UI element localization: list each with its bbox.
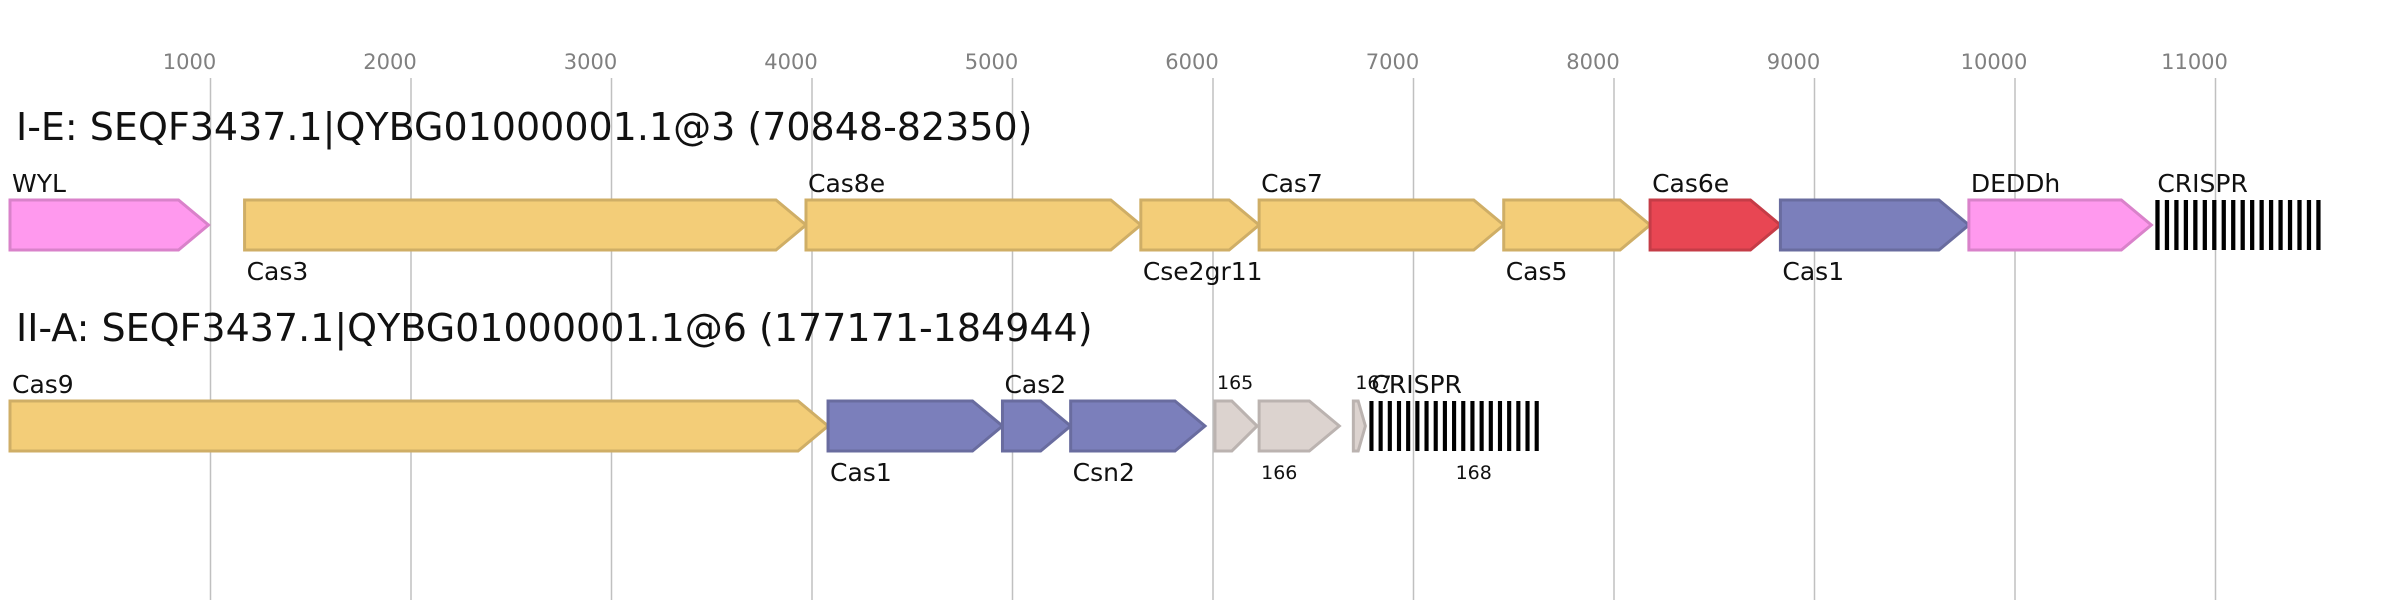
gene-label: 167 xyxy=(1355,372,1391,394)
crispr-repeat xyxy=(2278,200,2283,250)
gene-arrow-cas6e xyxy=(1648,198,1783,252)
crispr-repeat xyxy=(2212,200,2217,250)
gene-arrow-csn2 xyxy=(1069,399,1208,453)
crispr-repeat xyxy=(1497,401,1503,451)
crispr-repeat xyxy=(2259,200,2264,250)
gene-label: 168 xyxy=(1456,462,1492,484)
crispr-repeat xyxy=(2250,200,2255,250)
crispr-repeat xyxy=(1525,401,1530,451)
crispr-repeat xyxy=(2297,200,2302,250)
gene-arrow-cas2 xyxy=(1000,399,1073,453)
crispr-repeat xyxy=(2287,200,2293,250)
tick-label: 10000 xyxy=(1961,50,2028,74)
tick-label: 3000 xyxy=(564,50,617,74)
gene-arrow-167 xyxy=(1351,399,1367,453)
gene-arrow-165 xyxy=(1213,399,1260,453)
tick-label: 8000 xyxy=(1566,50,1619,74)
crispr-repeat xyxy=(1415,401,1420,451)
axis-tick-labels: 1000 2000 3000 4000 5000 6000 7000 8000 9000 1000… xyxy=(163,50,2228,74)
gene-label: Cas1 xyxy=(1782,257,1844,286)
tick-label: 2000 xyxy=(363,50,416,74)
crispr-repeat xyxy=(1534,401,1539,451)
gene-label: 166 xyxy=(1261,462,1297,484)
gene-arrow-cas8e xyxy=(804,198,1144,252)
tick-label: 7000 xyxy=(1366,50,1419,74)
gene-label: Cas1 xyxy=(830,458,892,487)
tick-label: 9000 xyxy=(1767,50,1820,74)
crispr-repeat xyxy=(1369,401,1374,451)
crispr-repeat xyxy=(1378,401,1383,451)
crispr-repeat xyxy=(1396,401,1402,451)
gene-arrow-cas9 xyxy=(8,399,831,453)
crispr-repeat xyxy=(1406,401,1411,451)
gene-arrow-cas3 xyxy=(243,198,809,252)
gene-arrow-wyl xyxy=(8,198,211,252)
crispr-repeat xyxy=(2174,200,2179,250)
crispr-repeat xyxy=(1442,401,1447,451)
gene-label: WYL xyxy=(12,169,66,198)
crispr-repeat xyxy=(1424,401,1429,451)
tick-label: 11000 xyxy=(2161,50,2228,74)
crispr-repeat xyxy=(2183,200,2189,250)
crispr-repeat xyxy=(2268,200,2274,250)
gene-label: Cas6e xyxy=(1652,169,1729,198)
gene-label: Cas7 xyxy=(1261,169,1323,198)
tick-label: 5000 xyxy=(965,50,1018,74)
gene-arrow-cas1 xyxy=(826,399,1005,453)
gene-arrow-cas5 xyxy=(1502,198,1653,252)
locus-title-ie: I-E: SEQF3437.1|QYBG01000001.1@3 (70848-… xyxy=(16,105,1033,150)
crispr-repeat xyxy=(2221,200,2226,250)
gene-label: Csn2 xyxy=(1073,458,1135,487)
gene-arrow-166 xyxy=(1257,399,1342,453)
gene-arrow-cas1 xyxy=(1778,198,1972,252)
grid-lines xyxy=(209,78,2217,600)
crispr-repeat xyxy=(1488,401,1493,451)
gene-label: Cas9 xyxy=(12,370,74,399)
crispr-repeat xyxy=(2231,200,2236,250)
crispr-repeat xyxy=(1470,401,1475,451)
gene-label: 165 xyxy=(1217,372,1253,394)
crispr-repeat xyxy=(2306,200,2312,250)
gene-label: CRISPR xyxy=(1371,370,1462,399)
crispr-repeat xyxy=(2240,200,2245,250)
crispr-repeat xyxy=(1507,401,1512,451)
gene-label: Cse2gr11 xyxy=(1143,257,1263,286)
gene-arrow-deddh xyxy=(1967,198,2154,252)
tick-label: 4000 xyxy=(764,50,817,74)
gene-label: Cas2 xyxy=(1004,370,1066,399)
crispr-repeat xyxy=(1461,401,1466,451)
crispr-repeat xyxy=(2316,200,2321,250)
crispr-repeat xyxy=(1387,401,1392,451)
locus-title-iia: II-A: SEQF3437.1|QYBG01000001.1@6 (17717… xyxy=(16,306,1093,351)
gene-label: Cas8e xyxy=(808,169,885,198)
gene-label: DEDDh xyxy=(1971,169,2060,198)
tick-label: 6000 xyxy=(1165,50,1218,74)
crispr-repeat xyxy=(1433,401,1438,451)
crispr-repeat xyxy=(1479,401,1484,451)
crispr-repeat xyxy=(2155,200,2160,250)
crispr-repeat xyxy=(2202,200,2207,250)
crispr-repeat xyxy=(1452,401,1457,451)
crispr-repeat xyxy=(1516,401,1521,451)
gene-label: Cas3 xyxy=(247,257,309,286)
gene-arrow-cse2gr11 xyxy=(1139,198,1262,252)
gene-arrow-cas7 xyxy=(1257,198,1507,252)
crispr-repeat xyxy=(2164,200,2170,250)
crispr-repeat xyxy=(2193,200,2198,250)
tick-label: 1000 xyxy=(163,50,216,74)
gene-label: Cas5 xyxy=(1506,257,1568,286)
gene-label: CRISPR xyxy=(2157,169,2248,198)
